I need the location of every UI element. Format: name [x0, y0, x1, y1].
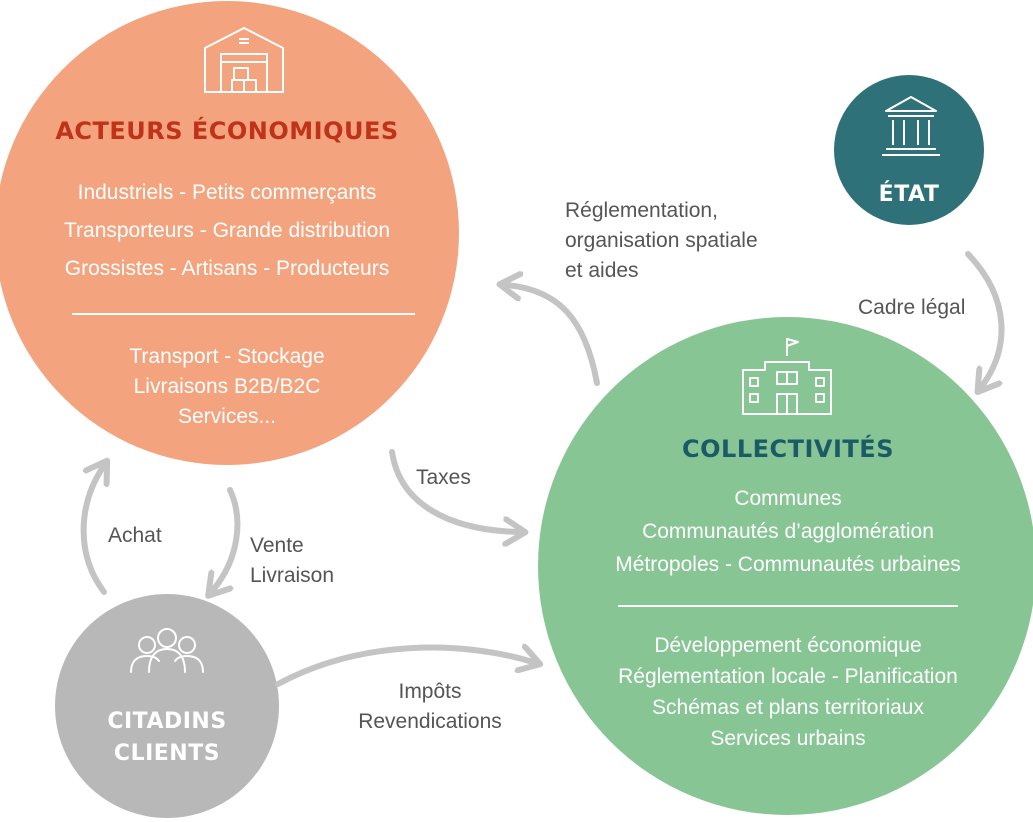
- economic-activities: Transport - Stockage Livraisons B2B/B2C …: [47, 342, 407, 432]
- sale-arrow: [213, 487, 241, 590]
- regulation-arrow: [507, 285, 600, 386]
- economic-actor-line: Transporteurs - Grande distribution: [63, 219, 391, 242]
- citizens-title: CITADINS CLIENTS: [87, 706, 247, 770]
- purchase-label: Achat: [108, 524, 162, 547]
- taxes-arrow: [389, 449, 518, 532]
- state-title: ÉTAT: [878, 182, 940, 207]
- taxes-label: Taxes: [416, 466, 471, 489]
- economic-activity-line: Transport - Stockage: [129, 345, 325, 368]
- legal-arrow: [965, 251, 1005, 386]
- sale-label-line: Vente: [250, 534, 304, 557]
- communities-type-line: Métropoles - Communautés urbaines: [615, 553, 961, 576]
- impots-label-line: Impôts: [398, 680, 462, 703]
- communities-type-line: Communautés d’agglomération: [642, 520, 934, 543]
- communities-missions: Développement économique Réglementation …: [568, 630, 1008, 754]
- economic-circle: [0, 1, 459, 465]
- communities-mission-line: Services urbains: [710, 727, 866, 750]
- communities-mission-line: Réglementation locale - Planification: [618, 665, 958, 688]
- economic-activity-line: Services...: [177, 405, 277, 428]
- economic-actor-line: Grossistes - Artisans - Producteurs: [64, 257, 390, 280]
- citizens-title-line: CLIENTS: [113, 741, 221, 766]
- impots-label: Impôts Revendications: [340, 677, 520, 737]
- citizens-title-line: CITADINS: [107, 709, 227, 734]
- regulation-label: Réglementation, organisation spatiale et…: [565, 196, 758, 286]
- economic-actors: Industriels - Petits commerçants Transpo…: [17, 174, 437, 288]
- government-building-icon: [882, 96, 940, 156]
- warehouse-icon: [204, 27, 284, 93]
- economic-actor-line: Industriels - Petits commerçants: [77, 181, 377, 204]
- sale-label-line: Livraison: [250, 564, 335, 587]
- communities-mission-line: Schémas et plans territoriaux: [652, 696, 924, 719]
- communities-circle: [538, 317, 1033, 815]
- town-hall-icon: [742, 338, 832, 415]
- communities-types: Communes Communautés d’agglomération Mét…: [568, 482, 1008, 581]
- impots-arrow: [275, 648, 533, 687]
- legal-label: Cadre légal: [858, 296, 966, 319]
- citizens-circle: [55, 594, 279, 818]
- communities-title: COLLECTIVITÉS: [682, 435, 894, 463]
- purchase-arrow: [80, 467, 104, 595]
- people-group-icon: [130, 628, 204, 673]
- regulation-label-line: organisation spatiale: [565, 229, 758, 252]
- communities-mission-line: Développement économique: [654, 634, 922, 657]
- sale-label: Vente Livraison: [250, 531, 334, 591]
- economic-title: ACTEURS ÉCONOMIQUES: [55, 117, 399, 145]
- impots-label-line: Revendications: [358, 710, 502, 733]
- regulation-label-line: et aides: [565, 259, 639, 282]
- regulation-label-line: Réglementation,: [565, 199, 718, 222]
- economic-activity-line: Livraisons B2B/B2C: [133, 375, 321, 398]
- communities-type-line: Communes: [734, 487, 842, 510]
